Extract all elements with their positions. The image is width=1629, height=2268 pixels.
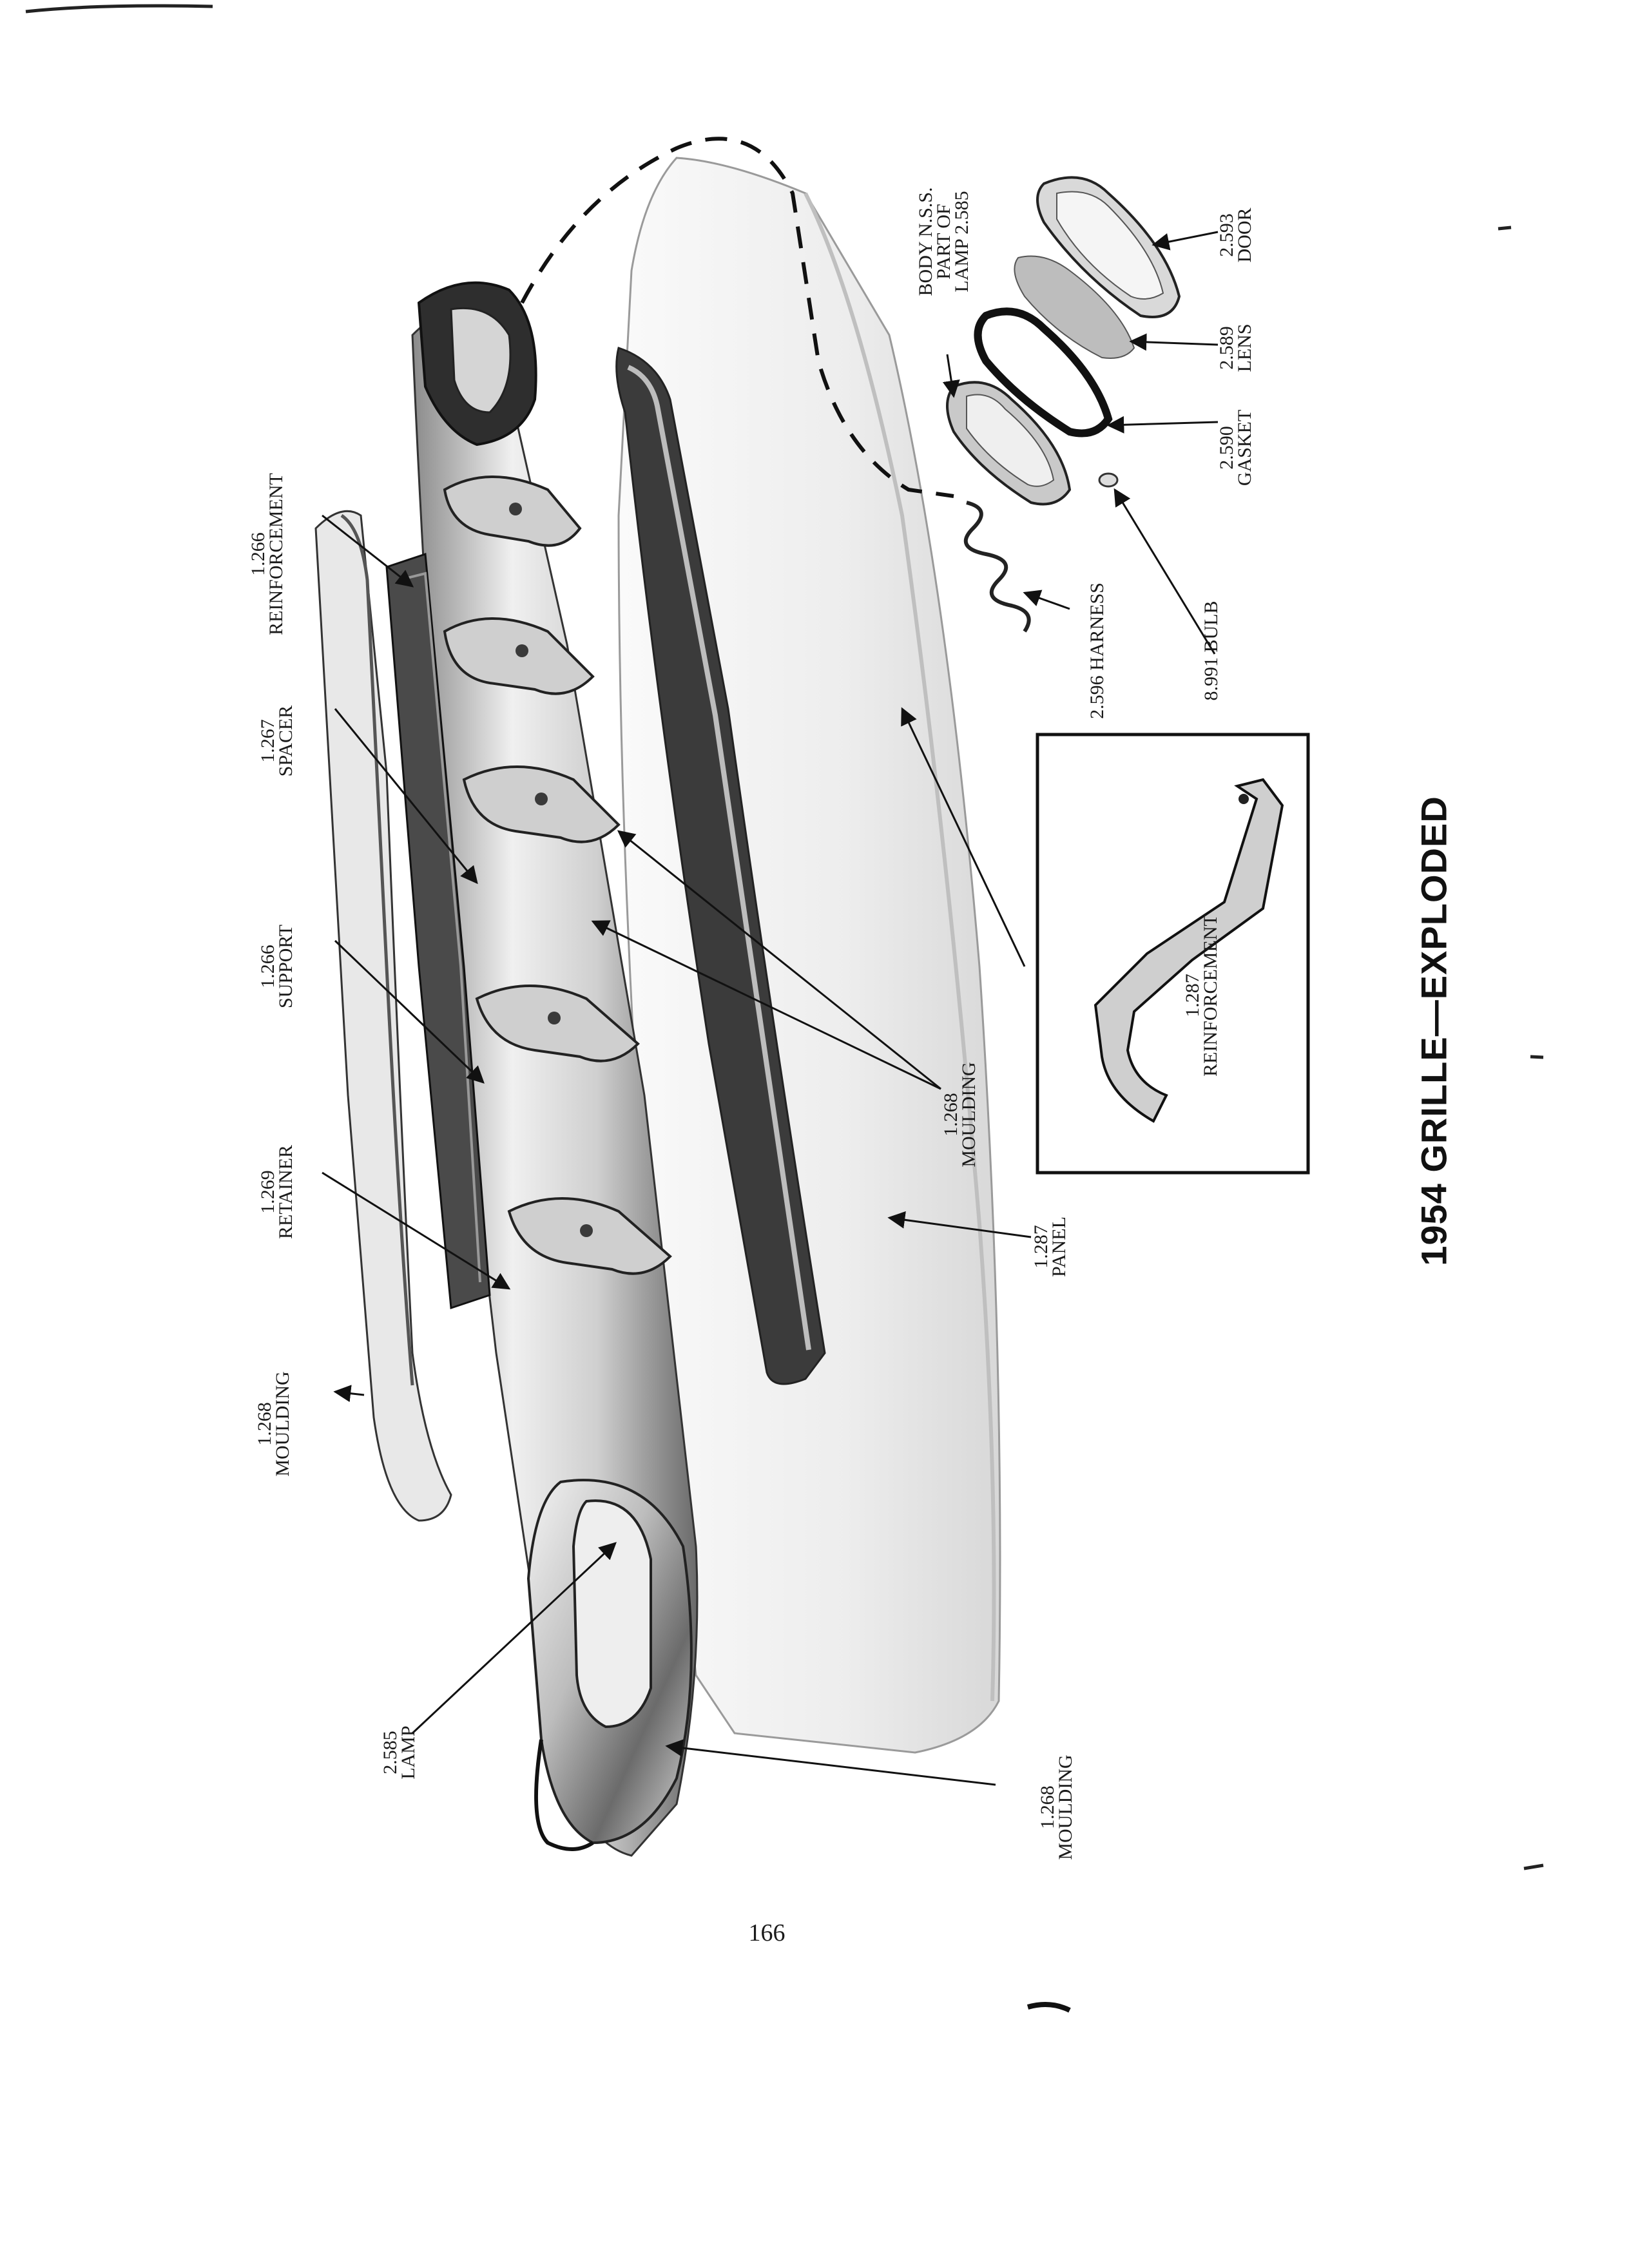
label-retainer: 1.269 RETAINER: [257, 1145, 296, 1239]
label-body-nss: BODY N.S.S. PART OF LAMP 2.585: [915, 187, 972, 296]
edge-marks: [1498, 226, 1544, 1870]
label-lamp: 2.585 LAMP: [380, 1725, 419, 1780]
panel-part: [615, 157, 1001, 1754]
lamp-parts: [946, 176, 1181, 633]
grille-bar: [411, 281, 699, 1857]
label-bulb: 8.991 BULB: [1200, 601, 1222, 701]
label-moulding-center: 1.268 MOULDING: [940, 1062, 979, 1168]
lower-moulding-end: [526, 1479, 693, 1851]
label-harness: 2.596 HARNESS: [1086, 582, 1108, 719]
left-moulding: [314, 510, 452, 1522]
leader-lines: [322, 231, 1219, 1786]
label-door: 2.593 DOOR: [1216, 207, 1255, 263]
scan-mark: [25, 4, 213, 14]
label-panel: 1.287 PANEL: [1030, 1216, 1070, 1277]
label-support: 1.266 SUPPORT: [257, 925, 296, 1008]
page-title: 1954 GRILLE—EXPLODED: [1413, 796, 1454, 1266]
label-lens: 2.589 LENS: [1216, 323, 1255, 372]
page-number: 166: [748, 1919, 786, 1946]
label-reinforcement-1287: 1.287 REINFORCEMENT: [1182, 914, 1221, 1077]
inset-box: [1036, 733, 1310, 1175]
label-gasket: 2.590 GASKET: [1216, 409, 1255, 486]
label-moulding-bottom: 1.268 MOULDING: [1037, 1754, 1076, 1860]
bottom-scan-mark: [1027, 2002, 1071, 2013]
label-spacer: 1.267 SPACER: [257, 705, 296, 777]
dashed-connector: [520, 137, 954, 498]
label-moulding-left: 1.268 MOULDING: [254, 1371, 293, 1477]
label-reinforcement-1266: 1.266 REINFORCEMENT: [247, 473, 287, 635]
